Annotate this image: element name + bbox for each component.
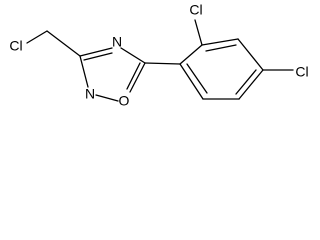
atom-cl-methyl: Cl [9,38,22,54]
bond-ar-6-1-inner [186,63,208,94]
atom-n-bottom: N [85,86,95,102]
atom-n-top: N [112,34,122,50]
bond-ar-4-5 [238,69,264,100]
bond-n2-c3 [79,55,89,88]
bond-ar-4-5-inner [235,69,257,95]
bond-ar-2-3-inner [205,44,237,52]
atom-cl-ortho: Cl [189,2,202,18]
bond-n4-c5 [120,47,146,64]
bond-c3-n4 [79,47,113,57]
bond-ar-2-3 [201,38,239,46]
bond-c5-o1-double [126,62,141,90]
molecule-structure: Cl N N O Cl Cl [9,2,308,109]
bond-ar-cl-ortho [194,19,203,46]
bond-ar-1-2 [179,44,203,65]
bond-c5-phenyl [144,62,181,65]
bond-o1-n2 [95,94,119,102]
bond-ar-6-1 [179,63,204,100]
bond-cl-ch2 [26,30,48,44]
bond-c3-n4-double [83,52,113,61]
bond-ch2-c3 [46,30,81,57]
atom-o-ring: O [119,93,130,109]
structure-canvas: Cl N N O Cl Cl [0,0,315,117]
bond-ar-3-4 [237,38,264,71]
atom-cl-para: Cl [295,64,308,80]
bond-c5-o1 [129,62,146,93]
